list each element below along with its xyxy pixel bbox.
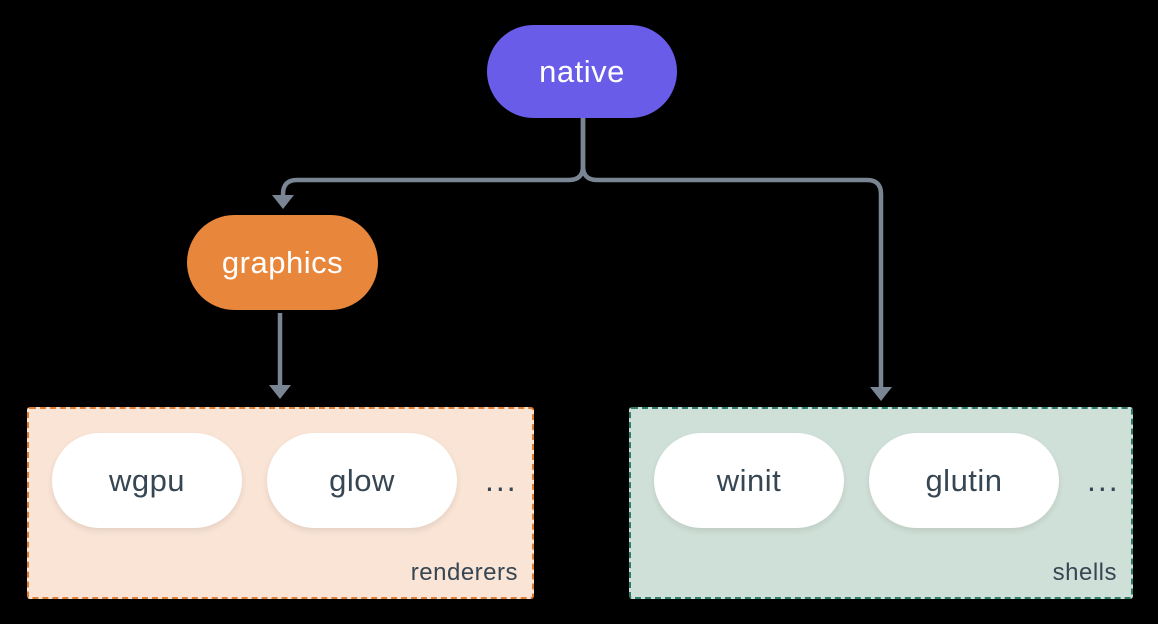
group-shells: winit glutin ... shells bbox=[629, 407, 1133, 599]
pill-wgpu-label: wgpu bbox=[108, 462, 186, 498]
pill-wgpu: wgpu bbox=[52, 433, 242, 528]
arrowhead-renderers bbox=[269, 385, 291, 399]
renderers-group-label: renderers bbox=[410, 559, 518, 586]
pill-glow-label: glow bbox=[329, 462, 395, 498]
shells-pill-row: winit glutin ... bbox=[654, 433, 1120, 528]
node-native: native bbox=[487, 25, 677, 118]
pill-glutin-label: glutin bbox=[925, 462, 1003, 498]
arrowhead-shells bbox=[870, 387, 892, 401]
renderers-ellipsis: ... bbox=[485, 462, 518, 498]
pill-glow: glow bbox=[267, 433, 457, 528]
renderers-pill-row: wgpu glow ... bbox=[52, 433, 518, 528]
node-graphics: graphics bbox=[187, 215, 378, 310]
pill-winit: winit bbox=[654, 433, 844, 528]
pill-winit-label: winit bbox=[716, 462, 782, 498]
connector-native-to-shells bbox=[580, 118, 884, 388]
node-graphics-label: graphics bbox=[221, 244, 344, 280]
shells-group-label: shells bbox=[1052, 559, 1117, 586]
node-native-label: native bbox=[539, 53, 625, 89]
group-renderers: wgpu glow ... renderers bbox=[27, 407, 534, 599]
connector-native-to-graphics bbox=[280, 118, 586, 196]
shells-ellipsis: ... bbox=[1087, 462, 1120, 498]
pill-glutin: glutin bbox=[869, 433, 1059, 528]
arrowhead-graphics bbox=[272, 195, 294, 209]
